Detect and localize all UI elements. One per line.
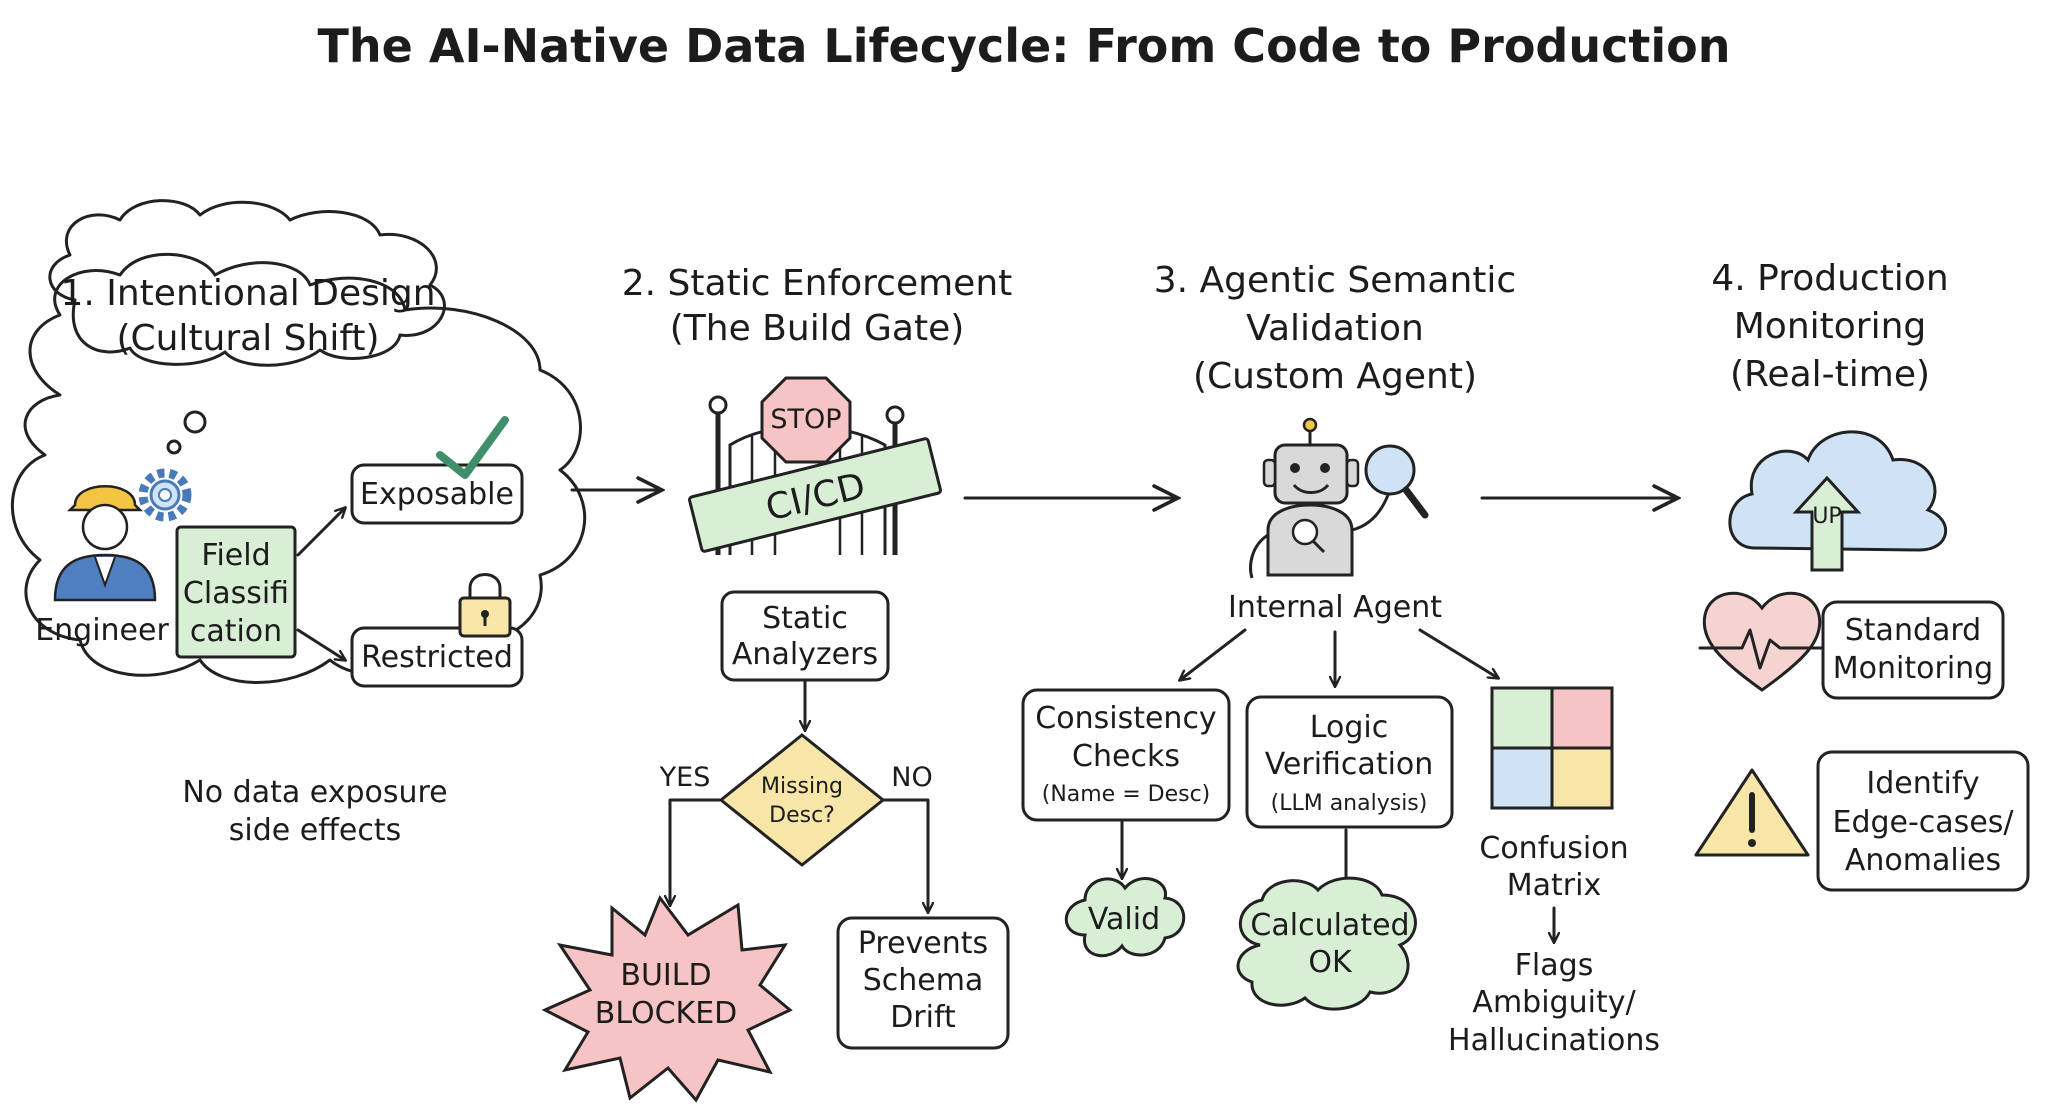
classification-line1: Field xyxy=(201,538,270,573)
missing-desc-decision xyxy=(718,733,886,867)
exposable-box xyxy=(350,463,524,525)
stage2-heading-line1: 2. Static Enforcement xyxy=(622,263,1013,304)
identify-anomalies-box xyxy=(1816,750,2030,892)
page-title: The AI-Native Data Lifecycle: From Code … xyxy=(318,19,1731,73)
arrow-to-restricted xyxy=(296,628,345,660)
cloud-label: UP xyxy=(1812,504,1841,529)
heart-monitor-icon xyxy=(1702,591,1822,692)
arrow-to-consistency xyxy=(1180,628,1247,680)
restricted-box xyxy=(350,626,524,688)
calculated-line2: OK xyxy=(1308,945,1353,980)
stage3-heading-line2: Validation xyxy=(1246,308,1424,349)
stage-1-intentional-design: 1. Intentional Design (Cultural Shift) E… xyxy=(10,199,587,848)
identify-line3: Anomalies xyxy=(1845,843,2001,878)
identify-line2: Edge-cases/ xyxy=(1832,805,2014,840)
stage-4-production-monitoring: 4. Production Monitoring (Real-time) UP … xyxy=(1694,258,2030,892)
flags-line1: Flags xyxy=(1515,948,1594,983)
blocked-line2: BLOCKED xyxy=(595,996,738,1031)
decision-line2: Desc? xyxy=(769,803,835,828)
prevents-drift-box xyxy=(836,916,1010,1050)
engineer-label: Engineer xyxy=(35,613,169,648)
heading-cloud xyxy=(48,199,446,367)
stage4-heading-line1: 4. Production xyxy=(1711,258,1948,299)
standard-line2: Monitoring xyxy=(1833,651,1993,686)
check-icon xyxy=(436,416,509,479)
stage-2-static-enforcement: 2. Static Enforcement (The Build Gate) S… xyxy=(541,263,1013,1103)
prevents-line3: Drift xyxy=(890,1000,956,1035)
stop-sign-label: STOP xyxy=(770,404,841,435)
stage4-heading-line2: Monitoring xyxy=(1734,306,1927,347)
stage-3-agentic-validation: 3. Agentic Semantic Validation (Custom A… xyxy=(1021,260,1660,1058)
consistency-checks-box xyxy=(1021,688,1231,822)
logic-line3: (LLM analysis) xyxy=(1271,791,1428,816)
confusion-line1: Confusion xyxy=(1479,831,1628,866)
analyzers-line2: Analyzers xyxy=(732,637,878,672)
static-analyzers-box xyxy=(720,590,890,682)
no-label: NO xyxy=(891,762,932,793)
arrow-to-exposable xyxy=(296,508,345,557)
blocked-line1: BUILD xyxy=(620,958,711,993)
magnifier-chest-icon xyxy=(1291,518,1326,554)
agent-label: Internal Agent xyxy=(1228,590,1442,625)
build-blocked-burst xyxy=(541,894,793,1103)
thought-bubble-small xyxy=(166,439,182,455)
field-classification-box xyxy=(175,525,297,659)
logic-verification-box xyxy=(1245,695,1454,829)
robot-icon xyxy=(1249,417,1390,579)
prevents-line2: Schema xyxy=(863,963,984,998)
classification-line3: cation xyxy=(190,614,282,649)
confusion-matrix-icon xyxy=(1490,686,1614,810)
consistency-line2: Checks xyxy=(1072,739,1180,774)
up-arrow-icon xyxy=(1792,475,1862,572)
classification-line2: Classifi xyxy=(183,576,289,611)
decision-line1: Missing xyxy=(761,774,843,799)
warning-dot xyxy=(1748,839,1756,847)
calculated-ok-cloud xyxy=(1236,876,1417,1011)
stage3-heading-line1: 3. Agentic Semantic xyxy=(1154,260,1516,301)
logic-line2: Verification xyxy=(1265,747,1434,782)
consistency-line3: (Name = Desc) xyxy=(1042,782,1211,807)
restricted-label: Restricted xyxy=(361,640,513,675)
ci-cd-banner xyxy=(688,437,942,553)
stage1-heading-line2: (Cultural Shift) xyxy=(116,318,379,359)
calculated-line1: Calculated xyxy=(1250,908,1409,943)
stage1-note-line2: side effects xyxy=(229,813,401,848)
prevents-line1: Prevents xyxy=(858,926,988,961)
stage1-heading-line1: 1. Intentional Design xyxy=(60,273,435,314)
gear-icon xyxy=(138,468,192,522)
yes-label: YES xyxy=(659,762,711,793)
flags-line3: Hallucinations xyxy=(1448,1023,1660,1058)
standard-monitoring-box xyxy=(1821,600,2005,700)
confusion-line2: Matrix xyxy=(1507,868,1601,903)
logic-line1: Logic xyxy=(1310,710,1388,745)
thought-bubble-large xyxy=(183,410,207,434)
analyzers-line1: Static xyxy=(762,601,848,636)
stage2-heading-line2: (The Build Gate) xyxy=(670,308,965,349)
arrow-to-confusion xyxy=(1418,628,1498,678)
stage4-heading-line3: (Real-time) xyxy=(1730,354,1930,395)
pulse-line xyxy=(1698,628,1827,670)
magnifier-icon xyxy=(1364,444,1429,519)
valid-cloud xyxy=(1064,877,1186,958)
arrow-yes xyxy=(670,798,724,905)
exposable-label: Exposable xyxy=(360,477,514,512)
identify-line1: Identify xyxy=(1866,766,1979,801)
stage1-note-line1: No data exposure xyxy=(182,775,447,810)
flags-line2: Ambiguity/ xyxy=(1472,985,1636,1020)
arrow-no xyxy=(880,798,928,912)
valid-label: Valid xyxy=(1088,902,1160,937)
engineer-icon xyxy=(53,485,157,602)
thought-cloud xyxy=(10,252,587,684)
standard-line1: Standard xyxy=(1845,613,1981,648)
consistency-line1: Consistency xyxy=(1035,701,1216,736)
stage3-heading-line3: (Custom Agent) xyxy=(1193,356,1477,397)
lock-icon xyxy=(458,573,512,638)
